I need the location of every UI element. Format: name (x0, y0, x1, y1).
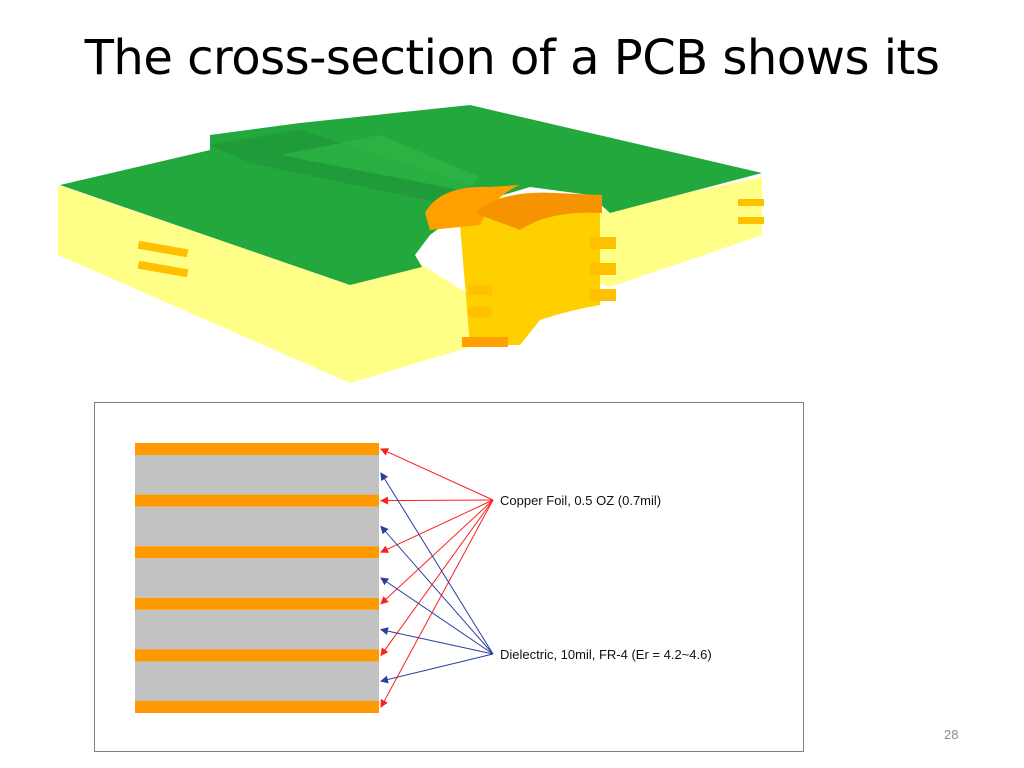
copper-layer-4 (135, 597, 379, 610)
copper-arrow-4 (380, 499, 494, 605)
inner-copper-right-2 (738, 217, 764, 224)
via-bottom-pad (462, 337, 508, 347)
pcb-3d-illustration (58, 105, 764, 383)
copper-layer-6 (135, 701, 379, 713)
copper-foil-label: Copper Foil, 0.5 OZ (0.7mil) (500, 493, 662, 508)
copper-layer-5 (135, 649, 379, 662)
stackup-diagram: Copper Foil, 0.5 OZ (0.7mil) Dielectric,… (94, 402, 804, 752)
inner-copper-right-1 (738, 199, 764, 206)
via-top-pad (425, 185, 520, 230)
dielectric-arrow-1 (380, 472, 494, 655)
copper-arrow-3 (380, 499, 494, 553)
dielectric-arrow-4 (380, 627, 494, 655)
copper-arrow-5 (380, 499, 494, 657)
slide-number: 28 (944, 727, 959, 742)
via-top-pad-right (475, 192, 602, 230)
pcb-trace-ridge (210, 130, 470, 205)
dielectric-layer-1 (135, 455, 379, 495)
via-finger-left-2 (468, 307, 492, 317)
dielectric-layer-4 (135, 609, 379, 650)
copper-layer-3 (135, 546, 379, 559)
dielectric-layer-5 (135, 661, 379, 701)
dielectric-arrow-3 (380, 577, 494, 655)
dielectric-arrow-5 (380, 653, 494, 684)
copper-arrow-6 (380, 499, 494, 708)
pcb-front-face (58, 185, 470, 383)
via-finger-2 (590, 263, 616, 275)
dielectric-label: Dielectric, 10mil, FR-4 (Er = 4.2~4.6) (500, 647, 712, 662)
via-finger-1 (590, 237, 616, 249)
copper-arrow-2 (380, 496, 494, 505)
via-finger-left-1 (468, 285, 492, 295)
copper-layer-1 (135, 443, 379, 455)
dielectric-layer-3 (135, 558, 379, 598)
pcb-trace-ridge-2 (280, 135, 480, 191)
copper-arrow-1 (380, 448, 494, 501)
inner-copper-left-1 (137, 240, 189, 258)
slide-title: The cross-section of a PCB shows its (84, 30, 940, 86)
via-barrel (460, 194, 600, 345)
dielectric-arrow-2 (380, 525, 494, 655)
copper-layer-2 (135, 494, 379, 507)
inner-copper-left-2 (137, 260, 189, 278)
via-finger-3 (590, 289, 616, 301)
dielectric-layer-2 (135, 506, 379, 547)
